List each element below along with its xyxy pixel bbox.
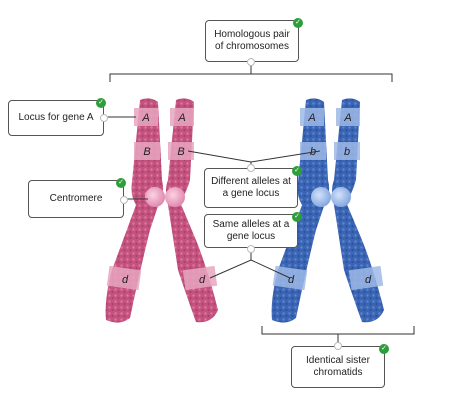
- pink-band-bottom-right: [182, 265, 218, 291]
- label-centromere-text: Centromere: [49, 193, 103, 204]
- drag-handle-icon[interactable]: [120, 196, 128, 204]
- allele-blue-bottom-right: d: [365, 274, 372, 286]
- allele-pink-top-right: A: [177, 112, 185, 124]
- blue-band-mid-left: [300, 142, 326, 160]
- allele-blue-mid-right: b: [344, 146, 350, 158]
- pink-centromere-left: [145, 187, 165, 207]
- label-locus-gene-a-text: Locus for gene A: [18, 112, 94, 123]
- blue-band-bottom-right: [348, 265, 384, 291]
- check-icon: ✓: [379, 344, 389, 354]
- check-icon: ✓: [116, 178, 126, 188]
- allele-blue-bottom-left: d: [288, 274, 295, 286]
- label-homologous-pair-text: Homologous pair of chromosomes: [214, 29, 290, 52]
- drag-handle-icon[interactable]: [100, 114, 108, 122]
- homologous-pair-bracket: [109, 73, 393, 82]
- pink-band-top-left: [134, 108, 158, 126]
- blue-band-top-right: [336, 108, 360, 126]
- allele-pink-mid-right: B: [177, 146, 184, 158]
- pink-band-mid-left: [134, 142, 160, 160]
- check-icon: ✓: [293, 18, 303, 28]
- pink-band-bottom-left: [106, 265, 142, 291]
- pink-band-top-right: [170, 108, 194, 126]
- check-icon: ✓: [292, 212, 302, 222]
- pink-band-mid-right: [168, 142, 194, 160]
- blue-band-mid-right: [334, 142, 360, 160]
- allele-pink-mid-left: B: [143, 146, 150, 158]
- label-identical-sister-text: Identical sister chromatids: [306, 355, 370, 378]
- allele-pink-top-left: A: [141, 112, 149, 124]
- drag-handle-icon[interactable]: [247, 245, 255, 253]
- label-different-alleles[interactable]: Different alleles at a gene locus: [204, 168, 298, 208]
- label-centromere[interactable]: Centromere: [28, 180, 124, 218]
- label-same-alleles[interactable]: Same alleles at a gene locus: [204, 214, 298, 248]
- blue-band-top-left: [300, 108, 324, 126]
- blue-centromere-left: [311, 187, 331, 207]
- label-locus-gene-a[interactable]: Locus for gene A: [8, 100, 104, 136]
- allele-pink-bottom-right: d: [199, 274, 206, 286]
- allele-blue-top-right: A: [343, 112, 351, 124]
- drag-handle-icon[interactable]: [334, 342, 342, 350]
- pink-chromosome: A A B B d d: [105, 98, 218, 323]
- drag-handle-icon[interactable]: [247, 58, 255, 66]
- label-identical-sister[interactable]: Identical sister chromatids: [291, 346, 385, 388]
- drag-handle-icon[interactable]: [247, 164, 255, 172]
- label-homologous-pair[interactable]: Homologous pair of chromosomes: [205, 20, 299, 62]
- label-same-alleles-text: Same alleles at a gene locus: [212, 219, 290, 242]
- leader-lines: [104, 62, 415, 346]
- label-different-alleles-text: Different alleles at a gene locus: [211, 176, 291, 199]
- allele-pink-bottom-left: d: [122, 274, 129, 286]
- blue-centromere-right: [331, 187, 351, 207]
- sister-chromatids-bracket: [261, 326, 415, 335]
- pink-centromere-right: [165, 187, 185, 207]
- allele-blue-top-left: A: [307, 112, 315, 124]
- check-icon: ✓: [292, 166, 302, 176]
- check-icon: ✓: [96, 98, 106, 108]
- blue-chromosome: A A b b d d: [271, 98, 384, 323]
